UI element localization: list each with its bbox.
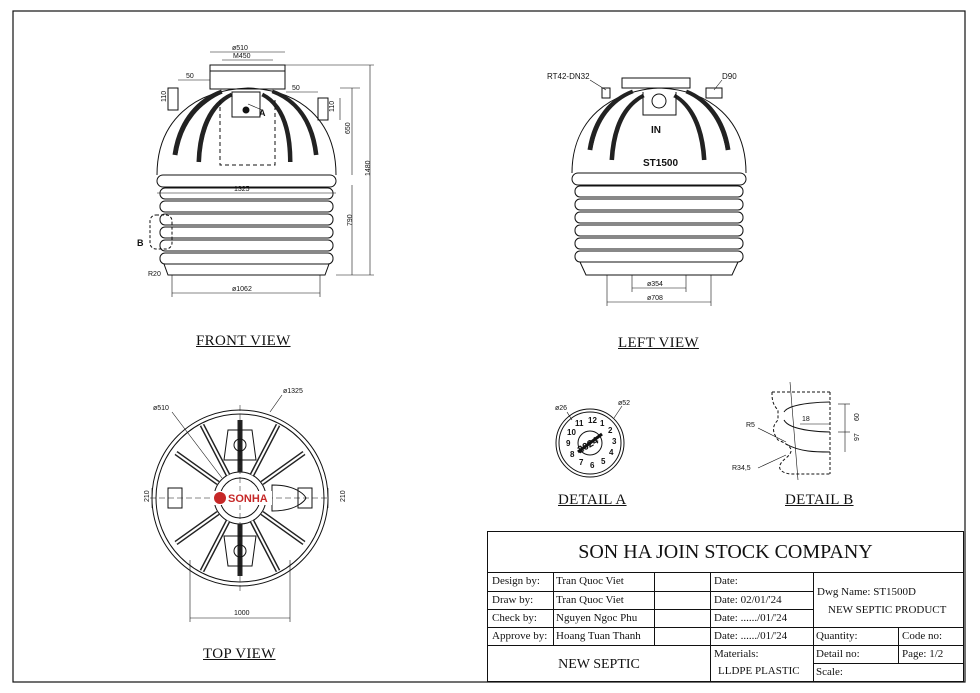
mark-b: B: [137, 238, 144, 248]
detail-b-label: DETAIL B: [785, 492, 854, 508]
mark-a: A: [259, 108, 266, 118]
front-view-dims: ø510 M450 50 50 110 110 650 1480 1325 79…: [137, 45, 372, 293]
left-view-dims: RT42-DN32 D90 IN ST1500 ø354 ø708: [547, 72, 737, 302]
code-no-label: Code no:: [902, 630, 943, 642]
dim-r20: R20: [148, 271, 161, 278]
detail-a-num-6: 6: [590, 461, 595, 470]
date-4: Date: ....../01/'24: [714, 630, 788, 642]
brand-logo-text: SONHA: [228, 493, 268, 505]
dim-50-left: 50: [186, 73, 194, 80]
detail-a-num-1: 1: [600, 419, 605, 428]
detail-a-num-9: 9: [566, 439, 571, 448]
detail-b-r5: R5: [746, 422, 755, 429]
materials-label: Materials:: [714, 648, 759, 660]
dim-110-left: 110: [161, 91, 168, 102]
company-name: SON HA JOIN STOCK COMPANY: [578, 541, 873, 563]
detail-b-drawing: [757, 381, 850, 481]
detail-a-num-7: 7: [579, 458, 584, 467]
dim-650: 650: [345, 122, 352, 134]
dim-790: 790: [347, 214, 354, 226]
title-block: SON HA JOIN STOCK COMPANY Design by: Tra…: [487, 531, 964, 682]
top-view-logo: SONHA: [210, 491, 272, 505]
dim-d708: ø708: [647, 295, 663, 302]
detail-a-num-11: 11: [575, 419, 584, 428]
detail-a-labels: ø26 ø52 2024 12 1 2 3 4 5 6 7 8 9 10 11: [555, 400, 630, 470]
dim-top-d1325: ø1325: [283, 388, 303, 395]
design-by-value: Tran Quoc Viet: [556, 575, 624, 587]
front-view-label: FRONT VIEW: [196, 333, 291, 349]
detail-b-r345: R34,5: [732, 465, 751, 472]
top-view-dims: ø1325 ø510 210 210 1000: [144, 388, 347, 617]
project-name: NEW SEPTIC: [558, 657, 640, 672]
detail-a-d26: ø26: [555, 405, 567, 412]
date-1: Date:: [714, 575, 738, 587]
dim-d354: ø354: [647, 281, 663, 288]
detail-a-num-2: 2: [608, 426, 613, 435]
date-2: Date: 02/01/'24: [714, 594, 782, 606]
dim-top-1000: 1000: [234, 610, 250, 617]
sheet-border: [12, 10, 966, 683]
detail-a-num-4: 4: [609, 448, 614, 457]
draw-by-value: Tran Quoc Viet: [556, 594, 624, 606]
check-by-value: Nguyen Ngoc Phu: [556, 612, 638, 624]
front-view-drawing: [149, 51, 374, 297]
design-by-label: Design by:: [492, 575, 540, 587]
detail-a-drawing: [555, 405, 625, 478]
page-number: Page: 1/2: [902, 648, 944, 660]
dim-1325: 1325: [234, 186, 250, 193]
dim-d510: ø510: [232, 45, 248, 52]
dim-top-210-left: 210: [144, 490, 151, 502]
detail-a-num-5: 5: [601, 457, 606, 466]
materials-value: LLDPE PLASTIC: [718, 665, 800, 677]
dim-110-right: 110: [329, 101, 336, 112]
top-view-drawing: [150, 394, 330, 622]
draw-by-label: Draw by:: [492, 594, 534, 606]
date-3: Date: ....../01/'24: [714, 612, 788, 624]
detail-a-num-10: 10: [567, 428, 576, 437]
dim-d1062: ø1062: [232, 286, 252, 293]
dim-top-d510: ø510: [153, 405, 169, 412]
label-in: IN: [651, 125, 661, 136]
detail-no-label: Detail no:: [816, 648, 860, 660]
check-by-label: Check by:: [492, 612, 537, 624]
detail-b-labels: R5 R34,5 18 60 97: [732, 413, 861, 472]
detail-a-num-3: 3: [612, 437, 617, 446]
product-name: NEW SEPTIC PRODUCT: [828, 604, 947, 616]
scale-label: Scale:: [816, 666, 843, 678]
detail-a-num-12: 12: [588, 416, 597, 425]
detail-b-97: 97: [854, 433, 861, 441]
dim-50-right: 50: [292, 85, 300, 92]
approve-by-label: Approve by:: [492, 630, 548, 642]
detail-b-60: 60: [854, 413, 861, 421]
dim-1480: 1480: [365, 160, 372, 176]
left-view-drawing: [571, 77, 747, 306]
detail-a-label: DETAIL A: [558, 492, 627, 508]
quantity-label: Quantity:: [816, 630, 858, 642]
approve-by-value: Hoang Tuan Thanh: [556, 630, 641, 642]
dim-top-210-right: 210: [340, 490, 347, 502]
detail-b-18: 18: [802, 416, 810, 423]
detail-a-num-8: 8: [570, 450, 575, 459]
label-model: ST1500: [643, 158, 678, 169]
detail-a-d52: ø52: [618, 400, 630, 407]
dim-d90: D90: [722, 72, 737, 81]
dwg-name: Dwg Name: ST1500D: [817, 586, 916, 598]
dim-rt42: RT42-DN32: [547, 72, 590, 81]
dim-m450: M450: [233, 53, 251, 60]
top-view-label: TOP VIEW: [203, 646, 276, 662]
left-view-label: LEFT VIEW: [618, 335, 699, 351]
